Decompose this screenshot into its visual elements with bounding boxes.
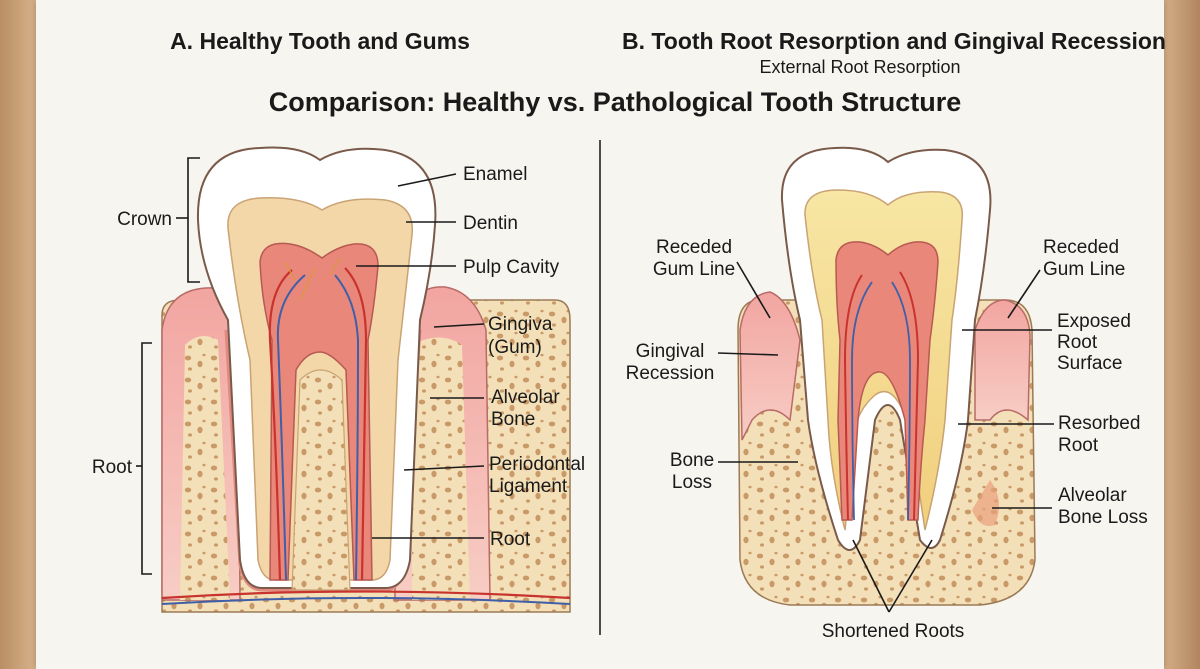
label-gingival-recession-2: Recession — [626, 363, 715, 384]
label-alveolar-bone-2: Bone — [491, 409, 535, 430]
label-crown: Crown — [117, 209, 172, 230]
panel-a-title: A. Healthy Tooth and Gums — [170, 28, 470, 54]
label-gingiva-2: (Gum) — [488, 337, 542, 358]
label-shortened-roots: Shortened Roots — [822, 621, 965, 642]
label-exposed-root-3: Surface — [1057, 353, 1122, 374]
label-alveolar-bone-loss-1: Alveolar — [1058, 485, 1127, 506]
label-pulp-cavity: Pulp Cavity — [463, 257, 560, 278]
label-resorbed-root-2: Root — [1058, 435, 1099, 456]
main-title: Comparison: Healthy vs. Pathological Too… — [269, 87, 962, 117]
panel-b-callouts — [717, 261, 1054, 613]
label-exposed-root-2: Root — [1057, 332, 1098, 353]
label-alveolar-bone-1: Alveolar — [491, 387, 560, 408]
panel-b-subtitle: External Root Resorption — [759, 57, 960, 77]
label-periodontal-ligament-1: Periodontal — [489, 454, 585, 475]
label-bone-loss-2: Loss — [672, 472, 712, 493]
panel-a-callouts — [136, 157, 485, 575]
label-root: Root — [490, 529, 531, 550]
label-dentin: Dentin — [463, 213, 518, 234]
pathological-tooth-illustration — [737, 146, 1036, 606]
label-gingival-recession-1: Gingival — [636, 341, 705, 362]
label-root-bracket: Root — [92, 457, 133, 478]
label-periodontal-ligament-2: Ligament — [489, 476, 568, 497]
label-bone-loss-1: Bone — [670, 450, 714, 471]
label-exposed-root-1: Exposed — [1057, 311, 1131, 332]
label-gingiva-1: Gingiva — [488, 314, 553, 335]
label-alveolar-bone-loss-2: Bone Loss — [1058, 507, 1148, 528]
label-enamel: Enamel — [463, 164, 527, 185]
label-receded-gum-right-1: Receded — [1043, 237, 1119, 258]
label-receded-gum-left-2: Gum Line — [653, 259, 735, 280]
panel-b-title: B. Tooth Root Resorption and Gingival Re… — [622, 28, 1166, 54]
label-resorbed-root-1: Resorbed — [1058, 413, 1140, 434]
label-receded-gum-left-1: Receded — [656, 237, 732, 258]
label-receded-gum-right-2: Gum Line — [1043, 259, 1125, 280]
